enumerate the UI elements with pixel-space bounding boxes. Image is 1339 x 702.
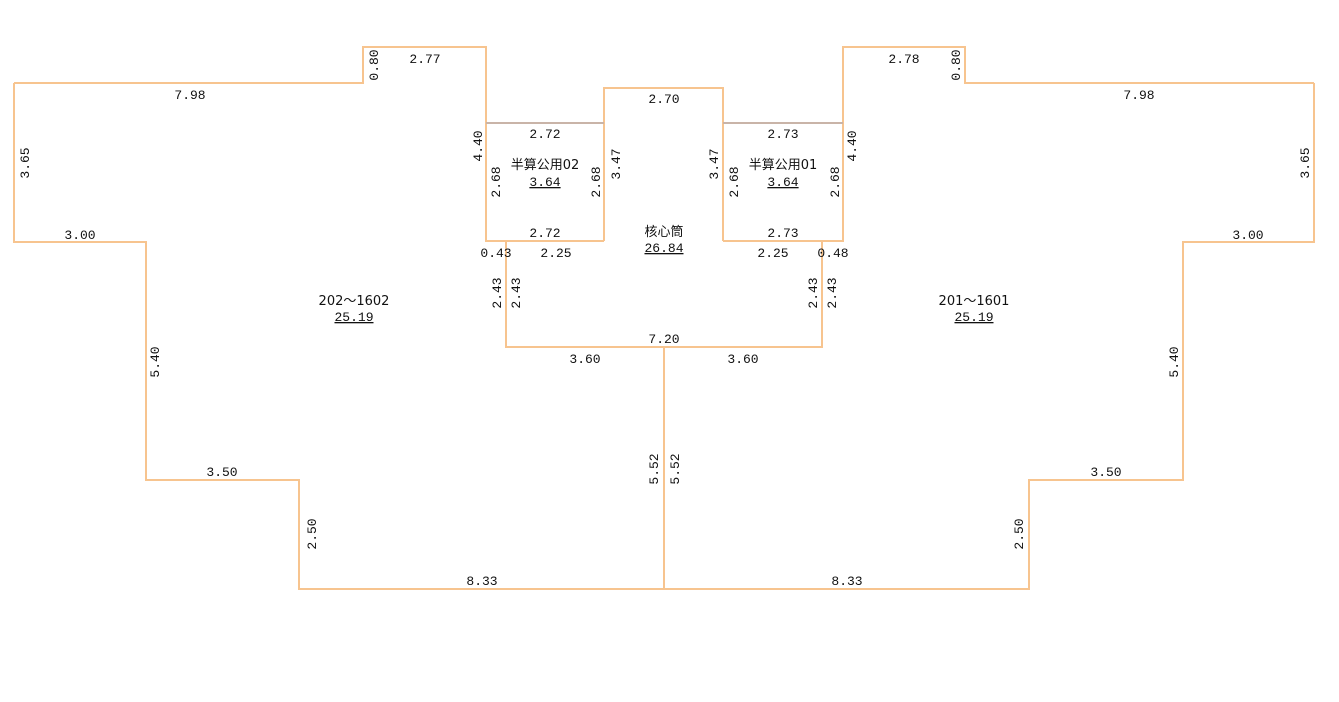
dim-label: 7.98 [1123,88,1154,103]
dim-label: 2.77 [409,52,440,67]
dim-label: 7.98 [174,88,205,103]
dim-label: 2.73 [767,127,798,142]
core-area: 26.84 [644,241,683,256]
dim-label: 2.68 [589,166,604,197]
public-01-name: 半算公用01 [749,158,818,173]
dim-label: 3.00 [1232,228,1263,243]
dim-label: 0.80 [367,49,382,80]
core-outline [603,87,724,241]
dim-label: 0.80 [949,49,964,80]
dim-label: 2.25 [757,246,788,261]
dim-label: 3.65 [18,147,33,178]
dim-label: 2.43 [490,277,505,308]
dim-label: 7.20 [648,332,679,347]
right-unit-area: 25.19 [954,310,993,325]
dim-label: 8.33 [831,574,862,589]
dim-label: 4.40 [471,130,486,161]
dim-label: 2.73 [767,226,798,241]
public-02-name: 半算公用02 [511,158,580,173]
dim-label: 0.48 [817,246,848,261]
dim-label: 3.47 [707,148,722,179]
dim-label: 3.60 [727,352,758,367]
dim-label: 3.47 [609,148,624,179]
dim-label: 2.43 [806,277,821,308]
right-unit-name: 201～1601 [939,294,1010,309]
dim-label: 3.50 [1090,465,1121,480]
dim-label: 3.60 [569,352,600,367]
dim-label: 2.50 [305,518,320,549]
dim-label: 3.50 [206,465,237,480]
dim-label: 2.68 [727,166,742,197]
core-name: 核心筒 [644,224,683,240]
dim-label: 3.00 [64,228,95,243]
dim-label: 4.40 [845,130,860,161]
dim-label: 2.70 [648,92,679,107]
dim-label: 2.43 [825,277,840,308]
dim-label: 3.65 [1298,147,1313,178]
left-unit-name: 202～1602 [319,294,390,309]
public-02-area: 3.64 [529,175,560,190]
public-01-area: 3.64 [767,175,798,190]
dim-label: 2.78 [888,52,919,67]
dim-label: 2.72 [529,226,560,241]
dim-label: 2.72 [529,127,560,142]
dim-label: 2.50 [1012,518,1027,549]
left-unit-outline [13,46,665,590]
dim-label: 5.52 [668,453,683,484]
dim-label: 5.40 [1167,346,1182,377]
dim-label: 5.52 [647,453,662,484]
dim-label: 8.33 [466,574,497,589]
dim-label: 2.68 [489,166,504,197]
left-unit-area: 25.19 [334,310,373,325]
dim-label: 2.68 [828,166,843,197]
dim-label: 5.40 [148,346,163,377]
right-unit-outline [663,46,1315,590]
dim-label: 2.25 [540,246,571,261]
dim-label: 0.43 [480,246,511,261]
dim-label: 2.43 [509,277,524,308]
